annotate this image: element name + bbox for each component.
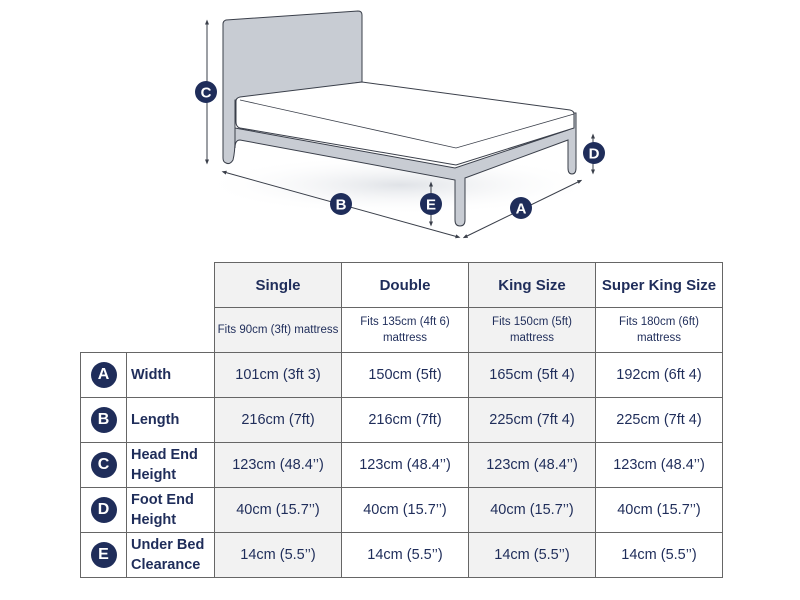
- cell: 123cm (48.4’’): [595, 442, 723, 488]
- cell: 165cm (5ft 4): [468, 352, 596, 398]
- row-label: Under Bed Clearance: [126, 532, 215, 578]
- svg-text:D: D: [589, 146, 600, 163]
- cell: 40cm (15.7’’): [214, 487, 342, 533]
- badge-e-icon: E: [420, 193, 442, 215]
- svg-text:C: C: [201, 85, 212, 102]
- col-header-single: Single: [214, 262, 342, 308]
- headboard: [222, 10, 363, 165]
- cell: 123cm (48.4’’): [468, 442, 596, 488]
- svg-text:B: B: [336, 197, 347, 214]
- cell: 225cm (7ft 4): [595, 397, 723, 443]
- col-header-king: King Size: [468, 262, 596, 308]
- cell: 225cm (7ft 4): [468, 397, 596, 443]
- cell: 150cm (5ft): [341, 352, 469, 398]
- cell: 14cm (5.5’’): [341, 532, 469, 578]
- cell: 216cm (7ft): [341, 397, 469, 443]
- fits-super-king: Fits 180cm (6ft) mattress: [595, 307, 723, 353]
- col-header-double: Double: [341, 262, 469, 308]
- cell: 40cm (15.7’’): [468, 487, 596, 533]
- badge-d-icon: D: [583, 142, 605, 164]
- row-label: Length: [126, 397, 215, 443]
- row-label: Head End Height: [126, 442, 215, 488]
- table-row: C Head End Height 123cm (48.4’’) 123cm (…: [80, 442, 723, 488]
- mattress: [235, 81, 575, 166]
- cell: 216cm (7ft): [214, 397, 342, 443]
- badge-a-icon: A: [510, 197, 532, 219]
- svg-text:E: E: [426, 197, 436, 214]
- cell: 123cm (48.4’’): [341, 442, 469, 488]
- table-row: E Under Bed Clearance 14cm (5.5’’) 14cm …: [80, 532, 723, 578]
- row-label: Width: [126, 352, 215, 398]
- badge-b-icon: B: [90, 407, 117, 433]
- cell: 14cm (5.5’’): [595, 532, 723, 578]
- badge-d-icon: D: [90, 497, 117, 523]
- header-row: Single Double King Size Super King Size: [81, 262, 723, 308]
- cell: 123cm (48.4’’): [214, 442, 342, 488]
- svg-text:A: A: [516, 201, 527, 218]
- cell: 192cm (6ft 4): [595, 352, 723, 398]
- fits-single: Fits 90cm (3ft) mattress: [214, 307, 342, 353]
- mattress-fit-row: Fits 90cm (3ft) mattress Fits 135cm (4ft…: [81, 307, 723, 353]
- badge-c-icon: C: [90, 452, 117, 478]
- table-row: D Foot End Height 40cm (15.7’’) 40cm (15…: [80, 487, 723, 533]
- row-label: Foot End Height: [126, 487, 215, 533]
- size-table: Single Double King Size Super King Size …: [80, 262, 723, 578]
- bed-dimension-diagram: C D E B A: [0, 0, 800, 250]
- cell: 14cm (5.5’’): [468, 532, 596, 578]
- cell: 101cm (3ft 3): [214, 352, 342, 398]
- badge-c-icon: C: [195, 81, 217, 103]
- cell: 40cm (15.7’’): [595, 487, 723, 533]
- table-row: A Width 101cm (3ft 3) 150cm (5ft) 165cm …: [80, 352, 723, 398]
- cell: 14cm (5.5’’): [214, 532, 342, 578]
- fits-king: Fits 150cm (5ft) mattress: [468, 307, 596, 353]
- badge-a-icon: A: [90, 362, 117, 388]
- badge-b-icon: B: [330, 193, 352, 215]
- cell: 40cm (15.7’’): [341, 487, 469, 533]
- fits-double: Fits 135cm (4ft 6) mattress: [341, 307, 469, 353]
- table-row: B Length 216cm (7ft) 216cm (7ft) 225cm (…: [80, 397, 723, 443]
- col-header-super-king: Super King Size: [595, 262, 723, 308]
- badge-e-icon: E: [90, 542, 117, 568]
